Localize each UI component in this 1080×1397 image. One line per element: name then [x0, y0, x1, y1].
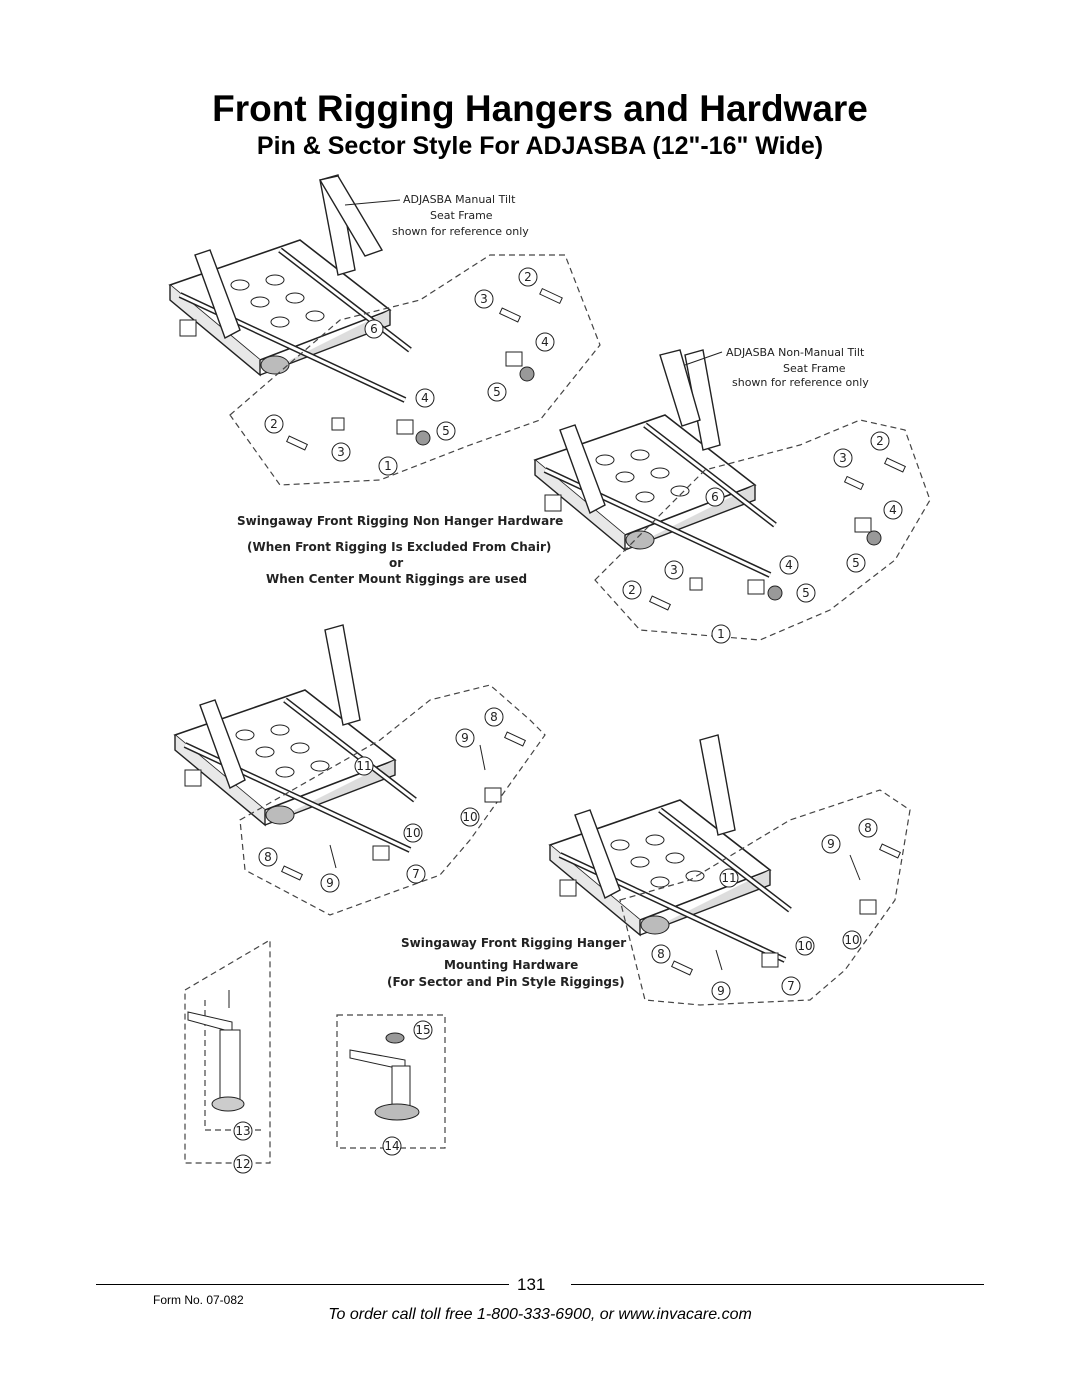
svg-text:8: 8	[490, 710, 498, 724]
hanger-caption-2: Mounting Hardware	[444, 958, 578, 972]
svg-text:1: 1	[384, 459, 392, 473]
non-manual-tilt-frame	[535, 350, 775, 575]
footer-rule-left	[96, 1284, 509, 1285]
hanger-frame-left	[175, 625, 415, 850]
svg-text:10: 10	[405, 826, 420, 840]
part-group-outline	[336, 1014, 446, 1149]
svg-text:8: 8	[264, 850, 272, 864]
svg-text:1: 1	[717, 627, 725, 641]
hardware-parts-top-left	[286, 287, 563, 451]
manual-tilt-label-3: shown for reference only	[392, 225, 529, 238]
non-hanger-caption-4: When Center Mount Riggings are used	[266, 572, 527, 586]
svg-text:8: 8	[864, 821, 872, 835]
svg-text:4: 4	[889, 503, 897, 517]
manual-tilt-label-1: ADJASBA Manual Tilt	[403, 193, 516, 206]
manual-tilt-label-2: Seat Frame	[430, 209, 493, 222]
svg-text:9: 9	[717, 984, 725, 998]
svg-text:3: 3	[670, 563, 678, 577]
svg-text:9: 9	[461, 731, 469, 745]
hardware-group-outline	[594, 419, 931, 641]
svg-text:3: 3	[839, 451, 847, 465]
svg-text:2: 2	[628, 583, 636, 597]
hanger-caption-1: Swingaway Front Rigging Hanger	[401, 936, 626, 950]
hanger-pin-part	[187, 990, 245, 1112]
callouts-top-right: 1 2 3 2 3 4 5 4 5 6	[622, 431, 903, 644]
svg-text:10: 10	[462, 810, 477, 824]
svg-text:2: 2	[524, 270, 532, 284]
page-number: 131	[517, 1275, 546, 1294]
svg-text:5: 5	[802, 586, 810, 600]
callouts-bottom-left: 7 8 9 8 9 10 10 11	[258, 707, 504, 893]
order-line: To order call toll free 1-800-333-6900, …	[328, 1306, 752, 1323]
hardware-parts-bottom-left	[281, 731, 526, 881]
callouts-bottom-right: 7 8 9 8 9 10 10 11	[651, 818, 878, 1001]
svg-text:2: 2	[270, 417, 278, 431]
non-manual-tilt-label-2: Seat Frame	[783, 362, 846, 375]
svg-text:4: 4	[541, 335, 549, 349]
non-hanger-caption-2: (When Front Rigging Is Excluded From Cha…	[247, 540, 551, 554]
svg-text:7: 7	[787, 979, 795, 993]
svg-text:10: 10	[844, 933, 859, 947]
svg-text:8: 8	[657, 947, 665, 961]
svg-text:6: 6	[711, 490, 719, 504]
callouts-parts: 12 13 14 15	[233, 1020, 433, 1174]
manual-tilt-frame	[170, 175, 410, 400]
non-manual-tilt-label-3: shown for reference only	[732, 376, 869, 389]
svg-text:4: 4	[785, 558, 793, 572]
non-manual-tilt-label-1: ADJASBA Non-Manual Tilt	[726, 346, 865, 359]
non-hanger-caption-1: Swingaway Front Rigging Non Hanger Hardw…	[237, 514, 563, 528]
hardware-group-outline	[239, 684, 546, 916]
callouts-top-left: 1 2 3 2 3 4 5 4 5 6	[264, 267, 555, 476]
svg-text:5: 5	[442, 424, 450, 438]
svg-text:7: 7	[412, 867, 420, 881]
svg-text:5: 5	[852, 556, 860, 570]
hardware-parts-top-right	[649, 457, 906, 611]
svg-text:10: 10	[797, 939, 812, 953]
svg-text:3: 3	[337, 445, 345, 459]
svg-text:9: 9	[827, 837, 835, 851]
svg-text:14: 14	[384, 1139, 399, 1153]
svg-text:12: 12	[235, 1157, 250, 1171]
non-hanger-caption-3: or	[389, 556, 403, 570]
svg-text:6: 6	[370, 322, 378, 336]
page-subtitle: Pin & Sector Style For ADJASBA (12"-16" …	[256, 132, 824, 160]
hardware-parts-bottom-right	[671, 843, 901, 976]
hardware-group-outline	[229, 254, 601, 486]
page-title: Front Rigging Hangers and Hardware	[212, 88, 868, 129]
svg-text:2: 2	[876, 434, 884, 448]
svg-text:9: 9	[326, 876, 334, 890]
svg-text:5: 5	[493, 385, 501, 399]
part-group-outline	[184, 938, 271, 1164]
svg-text:15: 15	[415, 1023, 430, 1037]
svg-text:4: 4	[421, 391, 429, 405]
hanger-caption-3: (For Sector and Pin Style Riggings)	[387, 975, 625, 989]
svg-text:3: 3	[480, 292, 488, 306]
hanger-frame-right	[550, 735, 790, 960]
form-number: Form No. 07-082	[153, 1293, 244, 1307]
footer-rule-right	[571, 1284, 984, 1285]
sector-hanger-part	[349, 1032, 420, 1121]
svg-text:11: 11	[356, 759, 371, 773]
svg-text:13: 13	[235, 1124, 250, 1138]
svg-text:11: 11	[721, 871, 736, 885]
hardware-group-outline	[619, 789, 911, 1006]
